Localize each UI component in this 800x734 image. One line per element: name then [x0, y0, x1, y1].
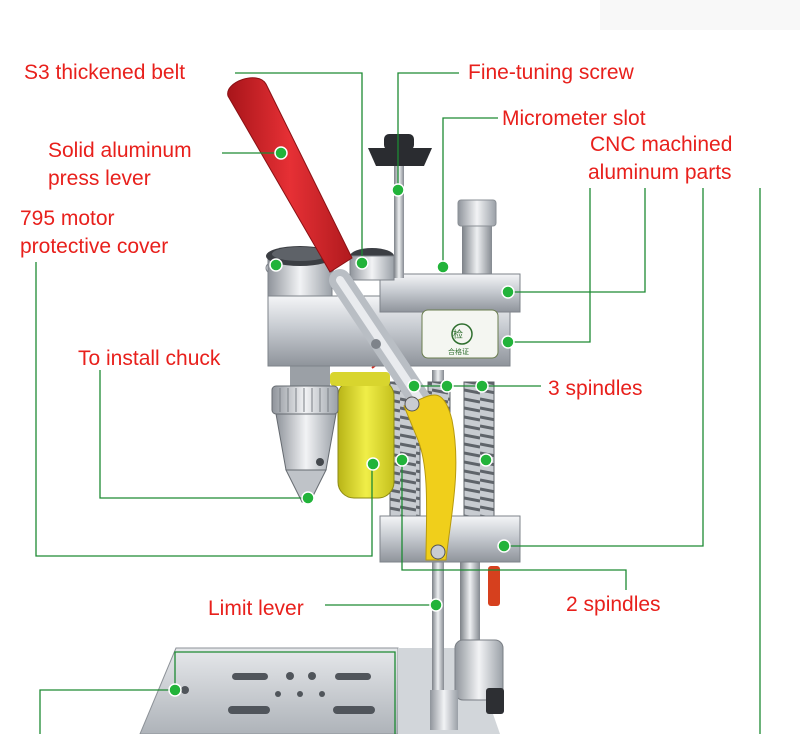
label-s3-thickened-belt: S3 thickened belt	[24, 61, 186, 84]
label-cnc-line-2: aluminum parts	[588, 161, 732, 184]
label-motor-line-2: protective cover	[20, 235, 169, 258]
badge-cert: 合格证	[448, 347, 469, 356]
press-lever	[227, 77, 431, 411]
label-press-lever-line-2: press lever	[48, 167, 151, 190]
limit-lever-bracket	[403, 394, 500, 606]
label-install-chuck: To install chuck	[78, 347, 221, 370]
label-limit-lever: Limit lever	[208, 597, 304, 620]
label-cnc-line-1: CNC machined	[590, 133, 733, 156]
callout-dots	[168, 146, 515, 697]
head-assembly: 检 合格证	[265, 246, 521, 367]
motor-protective-cover	[330, 361, 395, 499]
label-3-spindles: 3 spindles	[548, 377, 643, 400]
label-motor-line-1: 795 motor	[20, 207, 115, 230]
label-fine-tuning-screw: Fine-tuning screw	[468, 61, 634, 84]
fine-tuning-screw	[368, 134, 432, 278]
drill-chuck	[271, 366, 339, 503]
label-micrometer-slot: Micrometer slot	[502, 107, 646, 130]
label-press-lever-line-1: Solid aluminum	[48, 139, 192, 162]
badge-char: 检	[453, 328, 463, 341]
label-2-spindles: 2 spindles	[566, 593, 661, 616]
